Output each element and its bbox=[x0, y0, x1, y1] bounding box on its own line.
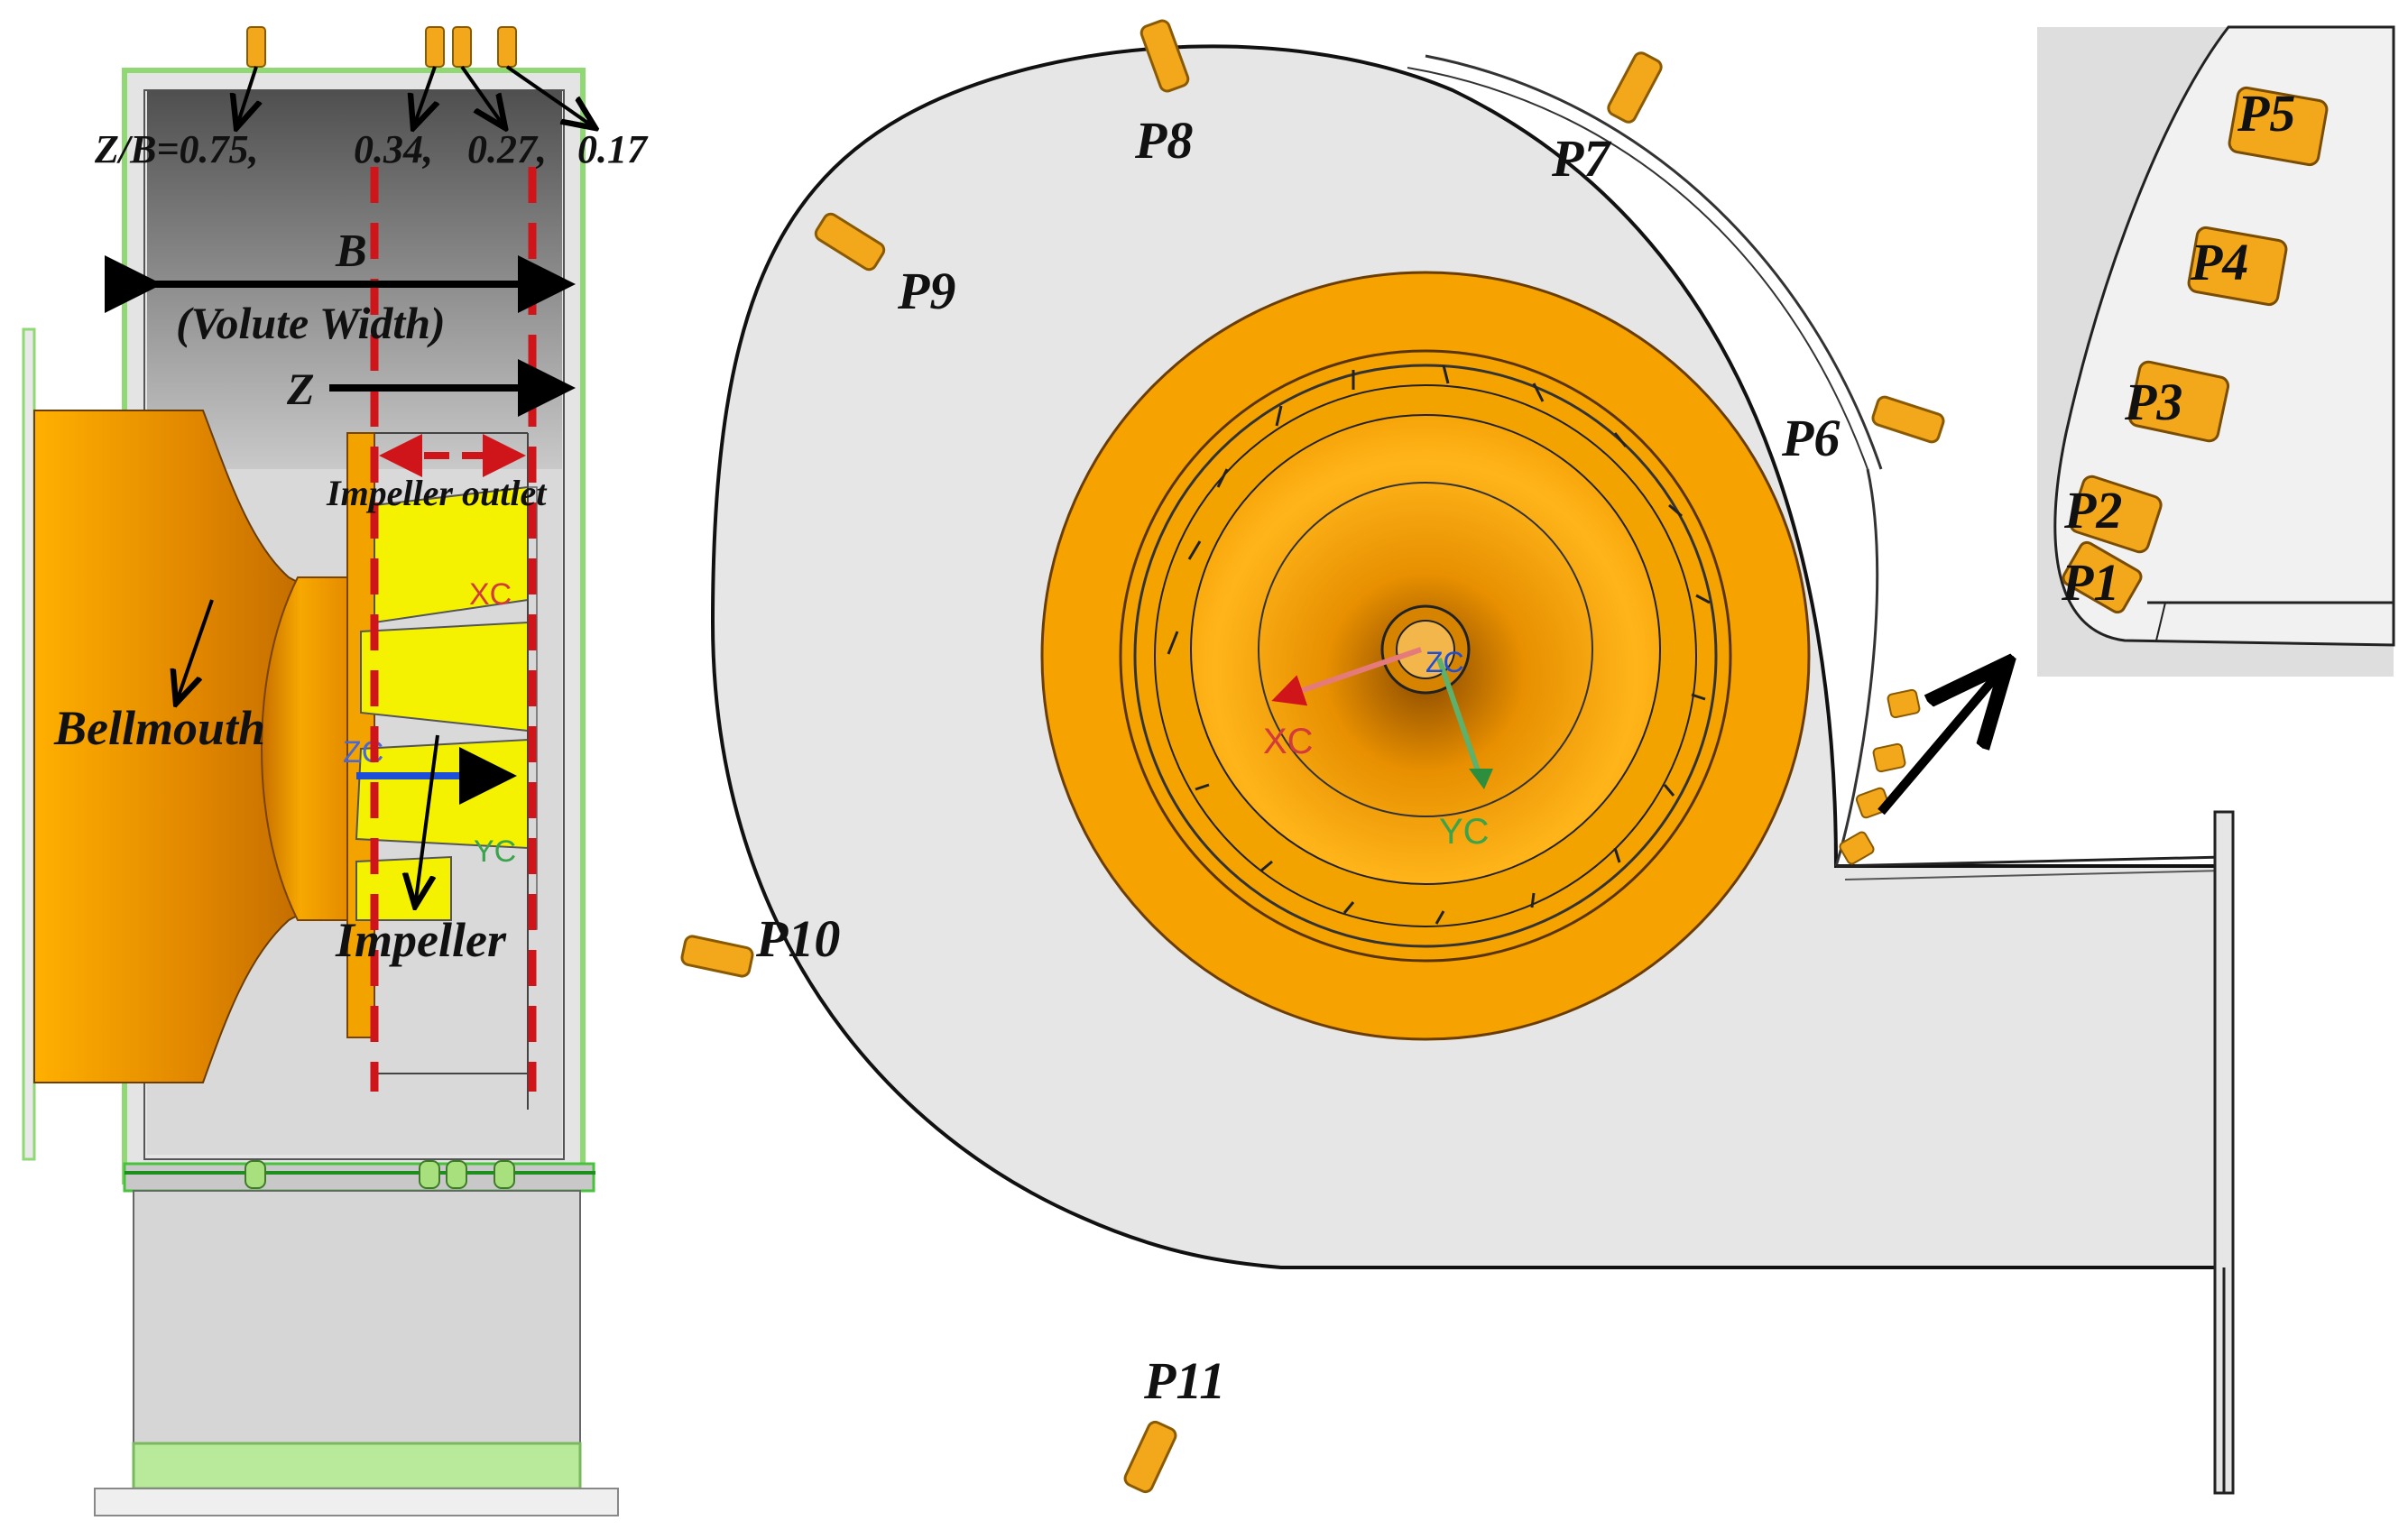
side-xc-label: XC bbox=[469, 577, 512, 612]
impeller-label: Impeller bbox=[335, 913, 507, 967]
base-probe bbox=[244, 1160, 266, 1189]
bellmouth-throat bbox=[260, 576, 348, 921]
zb-value-027: 0.27, bbox=[467, 127, 547, 171]
bottom-strip bbox=[132, 1442, 582, 1490]
foot bbox=[94, 1488, 619, 1516]
outlet-label: Impeller outlet bbox=[326, 473, 548, 513]
top-probes bbox=[246, 26, 517, 68]
inlet-flange bbox=[22, 327, 36, 1161]
front-zc-label: ZC bbox=[1425, 646, 1464, 678]
front-xc-label: XC bbox=[1263, 722, 1314, 761]
inset-probes bbox=[2062, 86, 2329, 614]
inset-label-p2: P2 bbox=[2063, 481, 2122, 539]
base-band bbox=[123, 1162, 595, 1193]
probe-label-p8: P8 bbox=[1134, 111, 1193, 170]
front-yc-label: YC bbox=[1439, 812, 1490, 852]
inset-label-p3: P3 bbox=[2124, 373, 2182, 431]
casing-probes bbox=[680, 19, 1945, 1494]
inset-label-p5: P5 bbox=[2237, 84, 2295, 143]
probe-label-p9: P9 bbox=[897, 262, 955, 320]
inset-pointer-arrow bbox=[1878, 663, 2007, 816]
lower-box bbox=[133, 1190, 581, 1489]
tongue-probes bbox=[1839, 688, 1921, 865]
zb-prefix-label: Z/B=0.75, bbox=[94, 127, 259, 171]
probe-label-p7: P7 bbox=[1551, 129, 1611, 188]
zb-value-034: 0.34, bbox=[354, 127, 433, 171]
tongue-inset: P1 P2 P3 P4 P5 bbox=[2037, 25, 2395, 677]
axial-symbol: Z bbox=[286, 364, 315, 414]
base-probe bbox=[494, 1160, 515, 1189]
zb-value-017: 0.17 bbox=[577, 127, 649, 171]
probe-label-p6: P6 bbox=[1781, 409, 1840, 467]
bellmouth-label: Bellmouth bbox=[53, 701, 265, 755]
inset-label-p4: P4 bbox=[2190, 233, 2248, 291]
base-probe bbox=[446, 1160, 467, 1189]
base-probe bbox=[419, 1160, 440, 1189]
front-xc-axis bbox=[1271, 647, 1422, 706]
inset-label-p1: P1 bbox=[2061, 553, 2119, 612]
front-view: XC YC ZC P6 P7 P8 P9 P10 P11 bbox=[680, 19, 2235, 1495]
side-yc-label: YC bbox=[474, 834, 516, 869]
width-symbol: B bbox=[335, 226, 367, 277]
width-caption: (Volute Width) bbox=[176, 298, 446, 348]
impeller-shroud bbox=[346, 432, 375, 1038]
front-yc-axis bbox=[1436, 658, 1482, 777]
probe-label-p10: P10 bbox=[755, 909, 840, 968]
side-view: ZC XC YC Z/B=0.75, 0.34, 0.27, 0.17 B (V… bbox=[22, 26, 649, 1516]
probe-label-p11: P11 bbox=[1143, 1351, 1225, 1410]
